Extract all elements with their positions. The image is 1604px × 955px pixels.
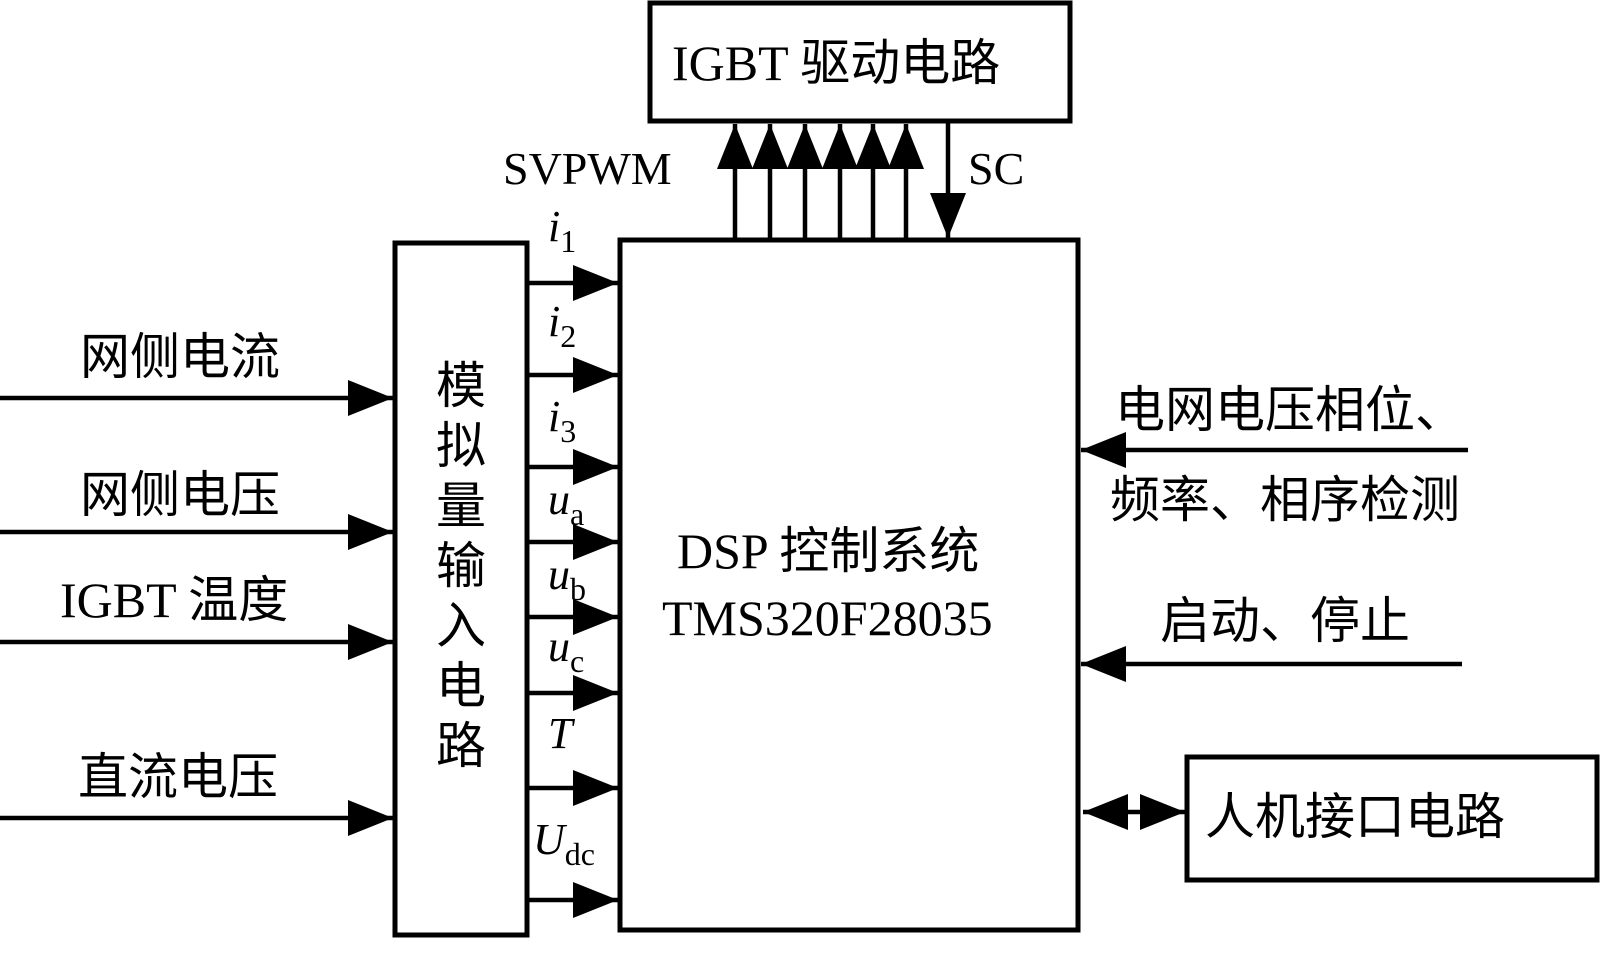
- signal-label: ub: [548, 550, 586, 608]
- analog-char: 电: [436, 658, 486, 714]
- left-input-igbt-temp: IGBT 温度: [60, 572, 289, 628]
- start-stop-label: 启动、停止: [1160, 593, 1410, 649]
- analog-char: 路: [436, 718, 486, 774]
- dsp-label-line2: TMS320F28035: [662, 590, 993, 646]
- signal-label: Udc: [533, 815, 595, 873]
- svpwm-label: SVPWM: [503, 143, 672, 194]
- igbt-driver-label: IGBT 驱动电路: [672, 35, 1001, 91]
- dsp-label-line1: DSP 控制系统: [677, 523, 980, 579]
- left-input-dc-voltage: 直流电压: [78, 749, 278, 805]
- sc-label: SC: [968, 143, 1025, 194]
- signal-label: uc: [548, 622, 585, 680]
- signal-label: i2: [548, 297, 577, 355]
- grid-detect-label-line2: 频率、相序检测: [1110, 472, 1460, 528]
- hmi-box: [1184, 754, 1600, 883]
- analog-char: 拟: [436, 418, 486, 474]
- analog-input-label: 模 拟 量 输 入 电 路: [431, 356, 491, 776]
- analog-input-box: [392, 240, 530, 938]
- signal-label: i3: [548, 392, 577, 450]
- analog-char: 入: [436, 598, 486, 654]
- analog-char: 模: [436, 358, 486, 414]
- dsp-box: [617, 237, 1081, 933]
- analog-char: 量: [436, 478, 486, 534]
- left-input-grid-current: 网侧电流: [80, 329, 280, 385]
- signal-label: i1: [548, 202, 577, 260]
- signal-label: ua: [548, 475, 585, 533]
- signal-label: T: [548, 709, 573, 758]
- analog-char: 输: [436, 538, 486, 594]
- grid-detect-label-line1: 电网电压相位、: [1115, 382, 1465, 438]
- igbt-driver-box: [647, 0, 1073, 124]
- hmi-label: 人机接口电路: [1205, 789, 1505, 845]
- left-input-grid-voltage: 网侧电压: [80, 467, 280, 523]
